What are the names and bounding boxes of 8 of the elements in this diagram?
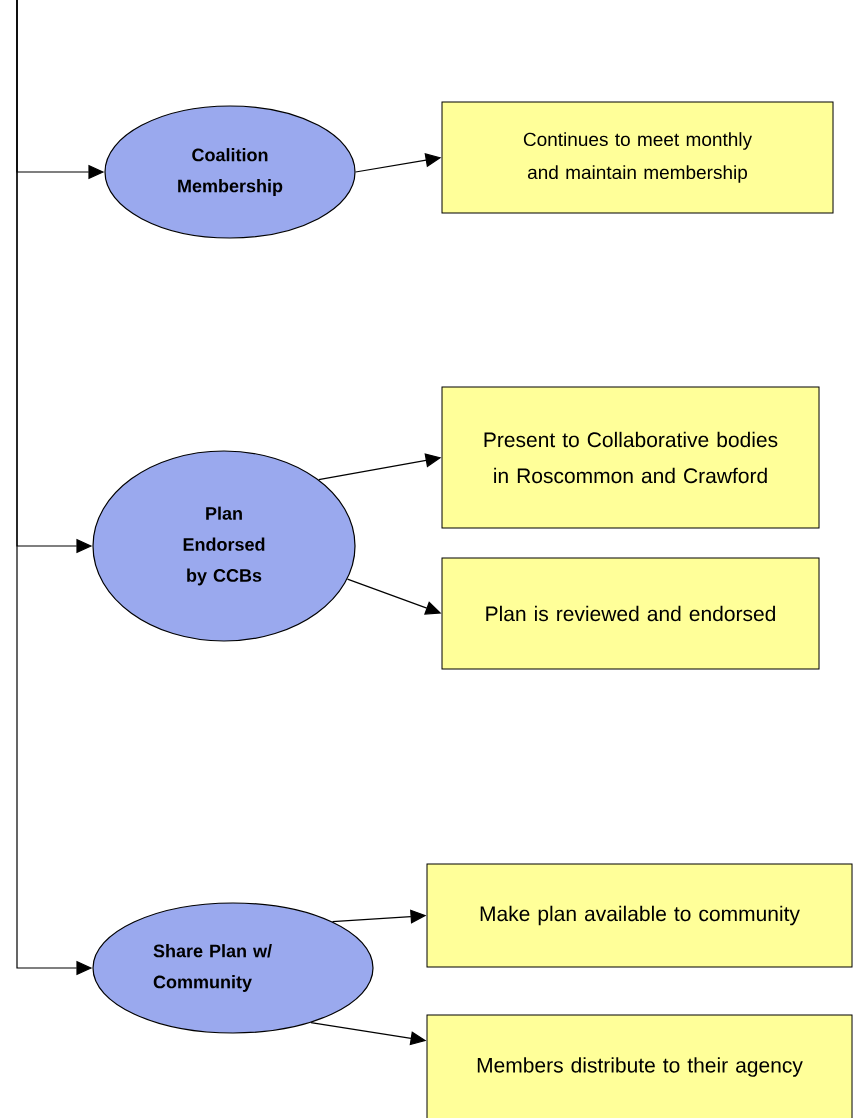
process-box: Plan is reviewed and endorsed: [441, 557, 820, 670]
process-box: Continues to meet monthly and maintain membership: [441, 101, 834, 214]
ellipse-node: Share Plan w/ Community: [92, 902, 374, 1034]
ellipse-node: Coalition Membership: [104, 105, 356, 239]
process-box: Members distribute to their agency: [426, 1014, 853, 1118]
process-box: Make plan available to community: [426, 863, 853, 968]
process-box: Present to Collaborative bodies in Roscommon and Crawford: [441, 386, 820, 529]
ellipse-node: Plan Endorsed by CCBs: [92, 450, 356, 642]
